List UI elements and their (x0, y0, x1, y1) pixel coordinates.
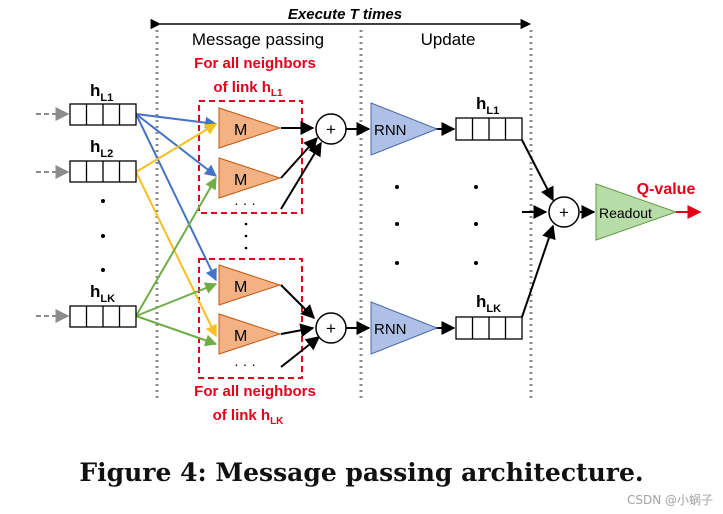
svg-text:RNN: RNN (374, 321, 407, 338)
figure-caption: Figure 4: Message passing architecture. (79, 458, 644, 487)
q-value-label: Q-value (637, 181, 696, 198)
input-label-k: hLK (90, 282, 115, 305)
update-ellipsis (395, 185, 478, 265)
svg-text:+: + (326, 319, 336, 338)
message-ellipsis-top: · · · (234, 195, 256, 211)
sum-node-bottom: + (315, 312, 347, 344)
sum-node-top: + (315, 113, 347, 145)
execute-header: Execute T times (150, 6, 532, 30)
rnn-block-top: RNN (370, 102, 439, 156)
svg-text:+: + (326, 120, 336, 139)
output-label-k: hLK (476, 292, 501, 315)
svg-text:Readout: Readout (599, 205, 652, 221)
neighbor-group-top (198, 100, 303, 214)
neighbors-label-bottom-line1: For all neighbors (194, 383, 316, 400)
update-edges (346, 122, 456, 335)
input-vector-2 (69, 160, 137, 183)
input-arrows (36, 107, 70, 323)
neighbors-label-top-line1: For all neighbors (194, 55, 316, 72)
output-label-1: hL1 (476, 94, 499, 117)
neighbors-label-bottom-line2: of link hLK (213, 407, 285, 427)
svg-text:M: M (234, 328, 247, 345)
rnn-block-bottom: RNN (370, 301, 439, 355)
message-block-3: M (218, 264, 282, 306)
execute-label: Execute T times (288, 6, 402, 23)
sum-node-readout: + (548, 196, 580, 228)
aggregation-edges (280, 121, 322, 368)
section-dividers (155, 30, 533, 398)
svg-text:M: M (234, 172, 247, 189)
message-passing-title: Message passing (192, 30, 324, 49)
group-gap-dots (244, 222, 248, 250)
svg-text:M: M (234, 279, 247, 296)
message-ellipsis-bottom: · · · (234, 356, 256, 372)
input-ellipsis (101, 199, 105, 272)
neighbors-label-top-line2: of link hL1 (213, 79, 283, 99)
watermark: CSDN @小蜗子 (626, 493, 713, 507)
message-block-2: M (218, 157, 282, 199)
input-vector-k (69, 305, 137, 328)
message-block-4: M (218, 313, 282, 355)
output-vector-k (455, 316, 523, 340)
message-block-1: M (218, 107, 282, 149)
input-label-1: hL1 (90, 81, 113, 104)
readout-block: Readout (595, 183, 678, 241)
output-vector-1 (455, 117, 523, 141)
update-title: Update (421, 30, 476, 49)
message-edges (135, 113, 218, 347)
svg-text:+: + (559, 203, 569, 222)
svg-text:M: M (234, 122, 247, 139)
input-vector-1 (69, 103, 137, 126)
input-label-2: hL2 (90, 137, 113, 160)
readout-edges (521, 139, 596, 318)
svg-text:RNN: RNN (374, 122, 407, 139)
